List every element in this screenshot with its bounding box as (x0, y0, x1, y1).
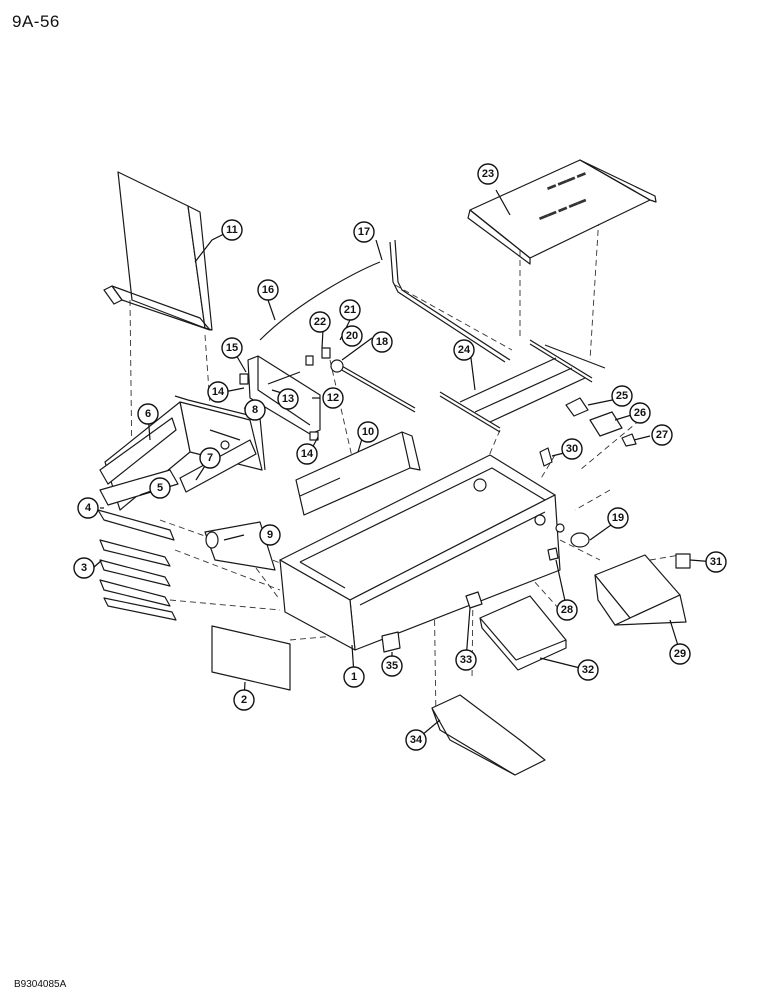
svg-text:9: 9 (267, 529, 273, 541)
svg-text:8: 8 (252, 404, 258, 416)
callout-20: 20 (341, 325, 363, 347)
callout-34: 34 (405, 729, 427, 751)
callout-14-lower: 14 (296, 443, 318, 465)
svg-text:29: 29 (674, 648, 686, 660)
svg-text:25: 25 (616, 390, 628, 402)
callout-4: 4 (77, 497, 99, 519)
callout-9: 9 (259, 524, 281, 546)
svg-text:35: 35 (386, 660, 398, 672)
svg-text:4: 4 (85, 502, 92, 514)
callout-10: 10 (357, 421, 379, 443)
svg-text:24: 24 (458, 344, 471, 356)
svg-text:18: 18 (376, 336, 388, 348)
svg-text:30: 30 (566, 443, 578, 455)
svg-text:33: 33 (460, 654, 472, 666)
part-10-long-panel (295, 431, 421, 516)
part-9-roller (204, 521, 276, 571)
svg-text:19: 19 (612, 512, 624, 524)
callout-21: 21 (339, 299, 361, 321)
part-1-main-frame (279, 454, 565, 651)
svg-text:31: 31 (710, 556, 722, 568)
svg-text:6: 6 (145, 408, 151, 420)
svg-text:16: 16 (262, 284, 274, 296)
callout-23: 23 (477, 163, 499, 185)
callout-17: 17 (353, 221, 375, 243)
callout-16: 16 (257, 279, 279, 301)
part-32-tray (479, 595, 567, 671)
callout-7: 7 (199, 447, 221, 469)
callout-19: 19 (607, 507, 629, 529)
svg-text:28: 28 (561, 604, 573, 616)
callout-27: 27 (651, 424, 673, 446)
callout-35: 35 (381, 655, 403, 677)
callout-5: 5 (149, 477, 171, 499)
svg-text:14: 14 (301, 448, 314, 460)
svg-text:13: 13 (282, 393, 294, 405)
callout-18: 18 (371, 331, 393, 353)
callout-12: 12 (322, 387, 344, 409)
callout-1: 1 (343, 666, 365, 688)
svg-text:22: 22 (314, 316, 326, 328)
svg-text:7: 7 (207, 452, 213, 464)
svg-text:27: 27 (656, 429, 668, 441)
callout-11: 11 (221, 219, 243, 241)
svg-text:5: 5 (157, 482, 163, 494)
svg-text:34: 34 (410, 734, 423, 746)
callout-14-upper: 14 (207, 381, 229, 403)
part-11-panel (103, 171, 213, 331)
callout-2: 2 (233, 689, 255, 711)
svg-text:17: 17 (358, 226, 370, 238)
rod-and-cable-parts (259, 239, 511, 413)
callout-13: 13 (277, 388, 299, 410)
svg-text:3: 3 (81, 562, 87, 574)
small-parts (381, 397, 637, 653)
part-23-top-cover: ▬ ▬▬ ▬ ▬▬ ▬ ▬▬ (467, 159, 657, 265)
callout-22: 22 (309, 311, 331, 333)
callout-30: 30 (561, 438, 583, 460)
svg-text:1: 1 (351, 671, 357, 683)
callout-8: 8 (244, 399, 266, 421)
callout-3: 3 (73, 557, 95, 579)
callout-24: 24 (453, 339, 475, 361)
svg-text:23: 23 (482, 168, 494, 180)
callout-32: 32 (577, 659, 599, 681)
svg-text:12: 12 (327, 392, 339, 404)
document-code: B9304085A (14, 979, 67, 990)
svg-text:26: 26 (634, 407, 646, 419)
callout-6: 6 (137, 403, 159, 425)
page-number: 9A-56 (12, 12, 60, 31)
part-2-lower-plate (211, 625, 291, 691)
callout-29: 29 (669, 643, 691, 665)
svg-text:15: 15 (226, 342, 238, 354)
callout-15: 15 (221, 337, 243, 359)
svg-text:20: 20 (346, 330, 358, 342)
callout-25: 25 (611, 385, 633, 407)
callout-26: 26 (629, 402, 651, 424)
callout-28: 28 (556, 599, 578, 621)
part-34-chute (431, 694, 546, 776)
svg-text:21: 21 (344, 304, 356, 316)
svg-text:11: 11 (226, 224, 238, 236)
part-29-box-cover (594, 553, 691, 626)
svg-text:14: 14 (212, 386, 225, 398)
svg-text:2: 2 (241, 694, 247, 706)
callout-33: 33 (455, 649, 477, 671)
svg-text:32: 32 (582, 664, 594, 676)
svg-text:10: 10 (362, 426, 374, 438)
callout-31: 31 (705, 551, 727, 573)
part-24-rail-frame (439, 339, 606, 433)
